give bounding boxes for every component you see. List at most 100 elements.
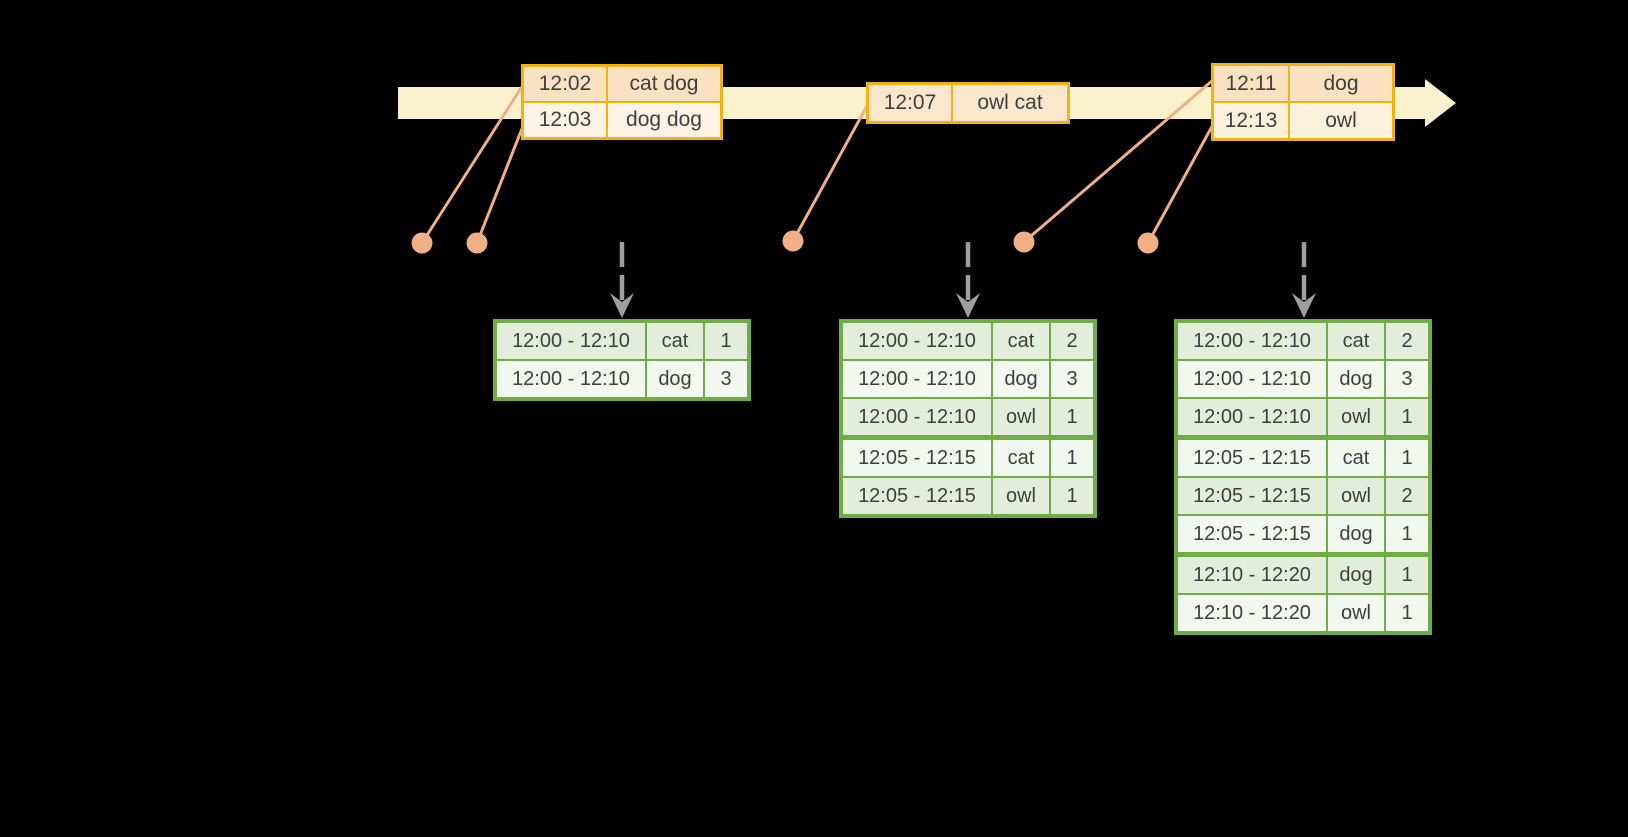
event-row: 12:02 cat dog	[524, 67, 720, 101]
down-arrow-icon	[610, 293, 634, 318]
result-table-1: 12:00 - 12:10 cat 1 12:00 - 12:10 dog 3	[493, 319, 751, 401]
group-separator	[1178, 554, 1428, 555]
result-row: 12:10 - 12:20 owl 1	[1178, 595, 1428, 631]
window-cell: 12:00 - 12:10	[843, 361, 991, 397]
window-cell: 12:00 - 12:10	[497, 323, 645, 359]
event-time: 12:07	[869, 85, 951, 121]
event-words: dog	[1290, 66, 1392, 101]
window-cell: 12:05 - 12:15	[1178, 440, 1326, 476]
window-cell: 12:05 - 12:15	[1178, 516, 1326, 552]
result-row: 12:00 - 12:10 dog 3	[843, 361, 1093, 397]
result-row: 12:00 - 12:10 owl 1	[1178, 399, 1428, 435]
result-row: 12:00 - 12:10 cat 1	[497, 323, 747, 359]
result-row: 12:00 - 12:10 owl 1	[843, 399, 1093, 435]
group-separator	[1178, 437, 1428, 438]
word-cell: owl	[1328, 478, 1384, 514]
event-table-2: 12:07 owl cat	[866, 82, 1070, 124]
leader-line-1203	[475, 119, 527, 245]
count-cell: 1	[1051, 399, 1093, 435]
window-cell: 12:05 - 12:15	[843, 440, 991, 476]
word-cell: dog	[647, 361, 703, 397]
result-row: 12:05 - 12:15 owl 1	[843, 478, 1093, 514]
event-dots	[411, 230, 1159, 254]
count-cell: 1	[1386, 399, 1428, 435]
leader-line-1202	[420, 86, 523, 245]
event-words: owl cat	[953, 85, 1067, 121]
window-cell: 12:00 - 12:10	[1178, 399, 1326, 435]
word-cell: owl	[993, 399, 1049, 435]
word-cell: dog	[1328, 516, 1384, 552]
timeline-arrowhead-icon	[1425, 79, 1456, 127]
word-cell: cat	[1328, 440, 1384, 476]
word-cell: dog	[993, 361, 1049, 397]
down-arrow-icon	[956, 293, 980, 318]
word-cell: dog	[1328, 361, 1384, 397]
result-table-2: 12:00 - 12:10 cat 2 12:00 - 12:10 dog 3 …	[839, 319, 1097, 518]
count-cell: 1	[1386, 440, 1428, 476]
event-row: 12:03 dog dog	[524, 103, 720, 137]
result-row: 12:05 - 12:15 cat 1	[843, 440, 1093, 476]
event-time: 12:03	[524, 103, 606, 137]
word-cell: cat	[1328, 323, 1384, 359]
result-row: 12:00 - 12:10 dog 3	[497, 361, 747, 397]
count-cell: 1	[1386, 557, 1428, 593]
event-time: 12:02	[524, 67, 606, 101]
word-cell: dog	[1328, 557, 1384, 593]
word-cell: owl	[1328, 399, 1384, 435]
event-dot-icon	[466, 232, 488, 254]
count-cell: 1	[1386, 595, 1428, 631]
window-cell: 12:00 - 12:10	[843, 323, 991, 359]
result-row: 12:05 - 12:15 dog 1	[1178, 516, 1428, 552]
event-row: 12:07 owl cat	[869, 85, 1067, 121]
word-cell: owl	[993, 478, 1049, 514]
event-table-3: 12:11 dog 12:13 owl	[1211, 63, 1395, 141]
count-cell: 1	[1051, 440, 1093, 476]
event-words: owl	[1290, 103, 1392, 138]
count-cell: 1	[1386, 516, 1428, 552]
word-cell: cat	[647, 323, 703, 359]
window-cell: 12:05 - 12:15	[1178, 478, 1326, 514]
event-row: 12:11 dog	[1214, 66, 1392, 101]
event-dot-icon	[411, 232, 433, 254]
count-cell: 3	[1386, 361, 1428, 397]
window-cell: 12:10 - 12:20	[1178, 595, 1326, 631]
window-cell: 12:00 - 12:10	[1178, 361, 1326, 397]
event-dot-icon	[1013, 231, 1035, 253]
leader-lines	[420, 78, 1217, 245]
window-cell: 12:05 - 12:15	[843, 478, 991, 514]
event-row: 12:13 owl	[1214, 103, 1392, 138]
leader-line-1207	[791, 102, 870, 243]
count-cell: 2	[1386, 478, 1428, 514]
window-cell: 12:10 - 12:20	[1178, 557, 1326, 593]
result-row: 12:10 - 12:20 dog 1	[1178, 557, 1428, 593]
window-cell: 12:00 - 12:10	[1178, 323, 1326, 359]
count-cell: 2	[1386, 323, 1428, 359]
result-row: 12:00 - 12:10 cat 2	[1178, 323, 1428, 359]
result-row: 12:00 - 12:10 cat 2	[843, 323, 1093, 359]
event-table-1: 12:02 cat dog 12:03 dog dog	[521, 64, 723, 140]
event-dot-icon	[1137, 232, 1159, 254]
result-row: 12:05 - 12:15 cat 1	[1178, 440, 1428, 476]
trigger-arrows	[610, 242, 1316, 318]
count-cell: 1	[705, 323, 747, 359]
count-cell: 1	[1051, 478, 1093, 514]
word-cell: cat	[993, 440, 1049, 476]
leader-line-1211	[1022, 78, 1215, 244]
event-time: 12:11	[1214, 66, 1288, 101]
leader-line-1213	[1146, 119, 1217, 245]
count-cell: 2	[1051, 323, 1093, 359]
event-time: 12:13	[1214, 103, 1288, 138]
count-cell: 3	[705, 361, 747, 397]
result-row: 12:05 - 12:15 owl 2	[1178, 478, 1428, 514]
result-table-3: 12:00 - 12:10 cat 2 12:00 - 12:10 dog 3 …	[1174, 319, 1432, 635]
event-dot-icon	[782, 230, 804, 252]
event-words: cat dog	[608, 67, 720, 101]
window-cell: 12:00 - 12:10	[497, 361, 645, 397]
result-row: 12:00 - 12:10 dog 3	[1178, 361, 1428, 397]
word-cell: owl	[1328, 595, 1384, 631]
group-separator	[843, 437, 1093, 438]
event-words: dog dog	[608, 103, 720, 137]
word-cell: cat	[993, 323, 1049, 359]
down-arrow-icon	[1292, 293, 1316, 318]
